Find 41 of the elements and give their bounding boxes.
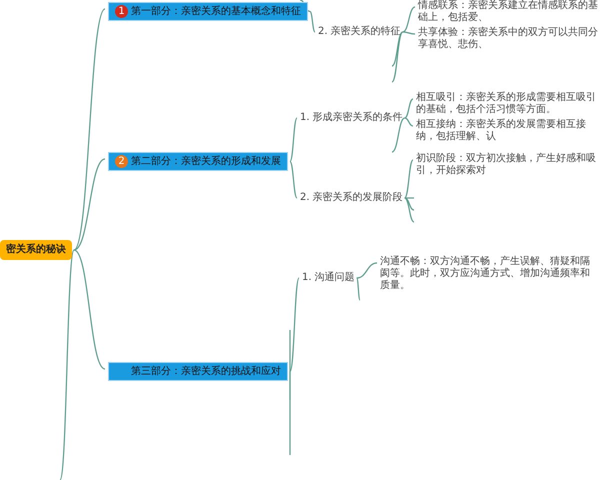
branch-line: [404, 117, 414, 127]
branch-line: [404, 160, 414, 198]
branch-line: [74, 158, 106, 251]
branch-line: [74, 8, 106, 250]
branch-line: [404, 197, 414, 223]
detail-text: 沟通不畅：双方沟通不畅，产生误解、猜疑和隔阂等。此时，双方应沟通方式、增加沟通频率和质量。: [380, 256, 598, 292]
branch-line: [289, 372, 291, 455]
branch-line: [404, 98, 414, 119]
topic-text: 第三部分：亲密关系的挑战和应对: [131, 366, 281, 378]
branch-line: [290, 161, 298, 198]
branch-line: [402, 6, 416, 33]
central-topic: 密关系的秘诀: [0, 240, 72, 260]
topic-text: 第一部分：亲密关系的基本概念和特征: [131, 6, 301, 18]
branch-line: [404, 197, 414, 199]
subtopic-text: 2. 亲密关系的特征: [318, 26, 401, 38]
branch-line: [74, 250, 106, 370]
branch-line: [310, 11, 316, 32]
branch-line: [289, 278, 300, 372]
branch-line: [402, 31, 416, 35]
detail-text: 相互接纳：亲密关系的发展需要相互接纳，包括理解、认: [416, 119, 600, 143]
branch-line: [356, 278, 361, 300]
detail-text: 相互吸引：亲密关系的形成需要相互吸引的基础，包括个活习惯等方面。: [416, 92, 600, 116]
branch-line: [404, 197, 414, 211]
number-badge: 2: [115, 155, 128, 168]
detail-text: 初识阶段：双方初次接触，产生好感和吸引，开始探索对: [416, 153, 600, 177]
topic-box: [108, 362, 288, 381]
topic-box: [108, 152, 288, 171]
branch-line: [392, 32, 404, 82]
detail-text: 共享体验：亲密关系中的双方可以共同分享喜悦、悲伤、: [418, 27, 600, 51]
branch-line: [356, 262, 378, 279]
branch-line: [289, 330, 291, 372]
subtopic-text: 2. 亲密关系的发展阶段: [300, 192, 403, 204]
number-badge: 1: [115, 5, 128, 18]
topic-text: 第二部分：亲密关系的形成和发展: [131, 156, 281, 168]
branch-line: [392, 117, 405, 153]
topic-box: [108, 2, 308, 21]
branch-line: [59, 250, 75, 480]
branch-line: [290, 118, 298, 162]
subtopic-text: 1. 沟通问题: [302, 272, 355, 284]
branch-line: [392, 31, 404, 67]
subtopic-text: 1. 形成亲密关系的条件: [300, 112, 403, 124]
